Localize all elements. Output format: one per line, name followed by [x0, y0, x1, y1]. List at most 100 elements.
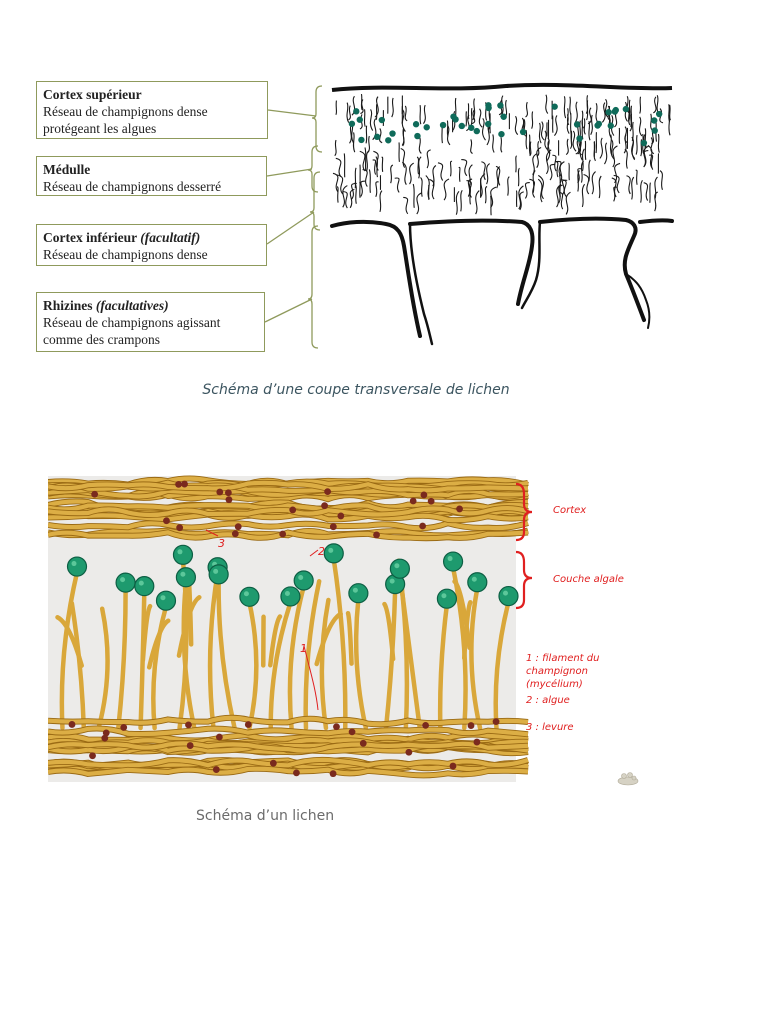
hypha-strand: [553, 115, 558, 136]
dish-icon: [617, 772, 639, 786]
hypha-strand: [624, 149, 628, 169]
fungal-filament: [216, 578, 237, 731]
hypha-strand: [569, 96, 572, 115]
alga-cell: [612, 106, 619, 114]
hypha-strand: [525, 101, 528, 118]
alga-cell: [323, 543, 344, 564]
alga-cell: [485, 104, 492, 112]
yeast-cell: [409, 497, 417, 505]
hypha-strand: [334, 139, 337, 157]
hypha-strand: [500, 137, 503, 153]
yeast-cell: [492, 718, 500, 726]
fiber: [48, 741, 529, 753]
hypha-strand: [583, 173, 590, 195]
hypha-strand: [472, 98, 476, 121]
hypha-strand: [536, 146, 542, 169]
hypha-strand: [586, 100, 589, 121]
alga-cell: [605, 109, 612, 116]
hypha-strand: [467, 178, 473, 197]
yeast-cell: [224, 489, 232, 497]
hypha-strand: [348, 105, 351, 121]
fungal-filament: [268, 600, 293, 731]
alga-highlight: [284, 590, 290, 596]
fungal-filament: [353, 596, 369, 731]
fungal-branch: [176, 595, 202, 658]
alga-cell: [293, 570, 314, 591]
hypha-strand: [420, 177, 423, 197]
alga-cell: [115, 572, 136, 593]
yeast-cell: [181, 480, 188, 488]
hypha-strand: [400, 148, 406, 168]
fungal-branch: [140, 603, 153, 663]
hypha-strand: [536, 141, 540, 157]
cortex-label: Cortex: [553, 505, 587, 516]
hypha-strand: [635, 169, 638, 185]
hypha-strand: [362, 169, 368, 187]
hypha-strand: [375, 181, 379, 198]
yeast-cell: [329, 523, 337, 531]
hypha-strand: [515, 155, 518, 173]
yeast-cell: [449, 762, 457, 770]
fungal-branch: [382, 601, 396, 662]
hypha-strand: [524, 182, 530, 199]
fungal-filament: [397, 572, 423, 731]
hypha-strand: [624, 126, 629, 144]
alga-cell: [208, 564, 229, 585]
yeast-cell: [89, 752, 96, 760]
alga-cell: [473, 127, 480, 135]
hypha-strand: [335, 157, 342, 178]
fiber: [48, 480, 529, 493]
upper-cortex-band: [48, 475, 529, 542]
hypha-strand: [461, 159, 468, 177]
hypha-strand: [337, 174, 344, 195]
lower-cortex-and-rhizines: [330, 216, 674, 346]
yeast-cell: [68, 721, 76, 728]
hypha-strand: [404, 105, 408, 122]
yeast-cell: [422, 721, 429, 729]
hypha-strand: [574, 101, 578, 124]
hypha-strand: [391, 97, 394, 118]
hypha-strand: [561, 179, 568, 196]
hypha-strand: [495, 165, 501, 186]
hypha-strand: [566, 108, 570, 126]
hypha-strand: [537, 174, 545, 200]
hypha-strand: [611, 177, 617, 198]
hypha-strand: [468, 164, 473, 188]
hypha-strand: [631, 121, 634, 142]
hypha-strand: [460, 189, 463, 212]
yeast-cell: [212, 766, 220, 773]
alga-cell: [551, 103, 558, 110]
fungal-filament: [287, 584, 306, 731]
lower-cortex-band: [48, 714, 529, 779]
hypha-strand: [486, 163, 491, 185]
hypha-strand: [342, 185, 348, 208]
hypha-strand: [394, 177, 400, 193]
fiber: [48, 715, 529, 727]
yeast-cell: [234, 523, 242, 531]
alga-cell: [423, 124, 430, 131]
alga-cell: [651, 127, 658, 134]
hypha-strand: [514, 115, 519, 136]
label-medulla: Médulle Réseau de champignons desserré: [36, 156, 267, 196]
hypha-strand: [346, 102, 350, 123]
yeast-cell: [473, 738, 481, 746]
alga-cell: [239, 586, 260, 607]
legend-item-2: 2 : algue: [526, 695, 570, 706]
hypha-strand: [492, 134, 495, 153]
yeast-cell: [216, 488, 224, 496]
yeast-cell: [419, 522, 427, 530]
alga-cell: [655, 110, 663, 118]
yeast-cell: [279, 530, 287, 538]
marker-3: 3: [218, 537, 225, 550]
hypha-strand: [639, 116, 643, 137]
alga-highlight: [71, 561, 77, 567]
hypha-strand: [443, 178, 450, 201]
hypha-strand: [490, 195, 492, 216]
hypha-strand: [654, 191, 659, 212]
fungal-filaments: [55, 557, 511, 731]
yeast-cell: [175, 480, 182, 488]
alga-highlight: [298, 575, 304, 581]
hypha-strand: [635, 134, 638, 155]
yeast-cell: [405, 748, 413, 756]
hypha-strand: [517, 167, 520, 187]
